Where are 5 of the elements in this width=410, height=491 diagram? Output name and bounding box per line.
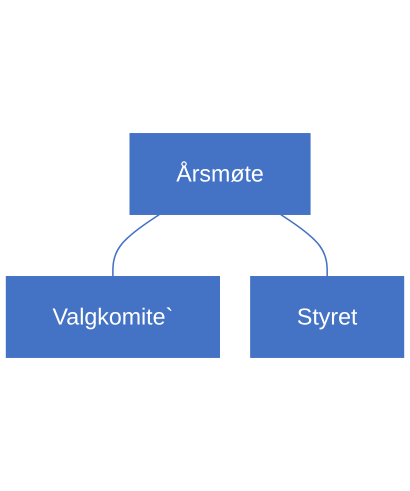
connector bbox=[280, 214, 328, 276]
node-box: Årsmøte bbox=[129, 133, 311, 215]
node-box: Styret bbox=[250, 276, 404, 358]
connector bbox=[112, 214, 160, 276]
node-box: Valgkomite` bbox=[6, 276, 220, 358]
